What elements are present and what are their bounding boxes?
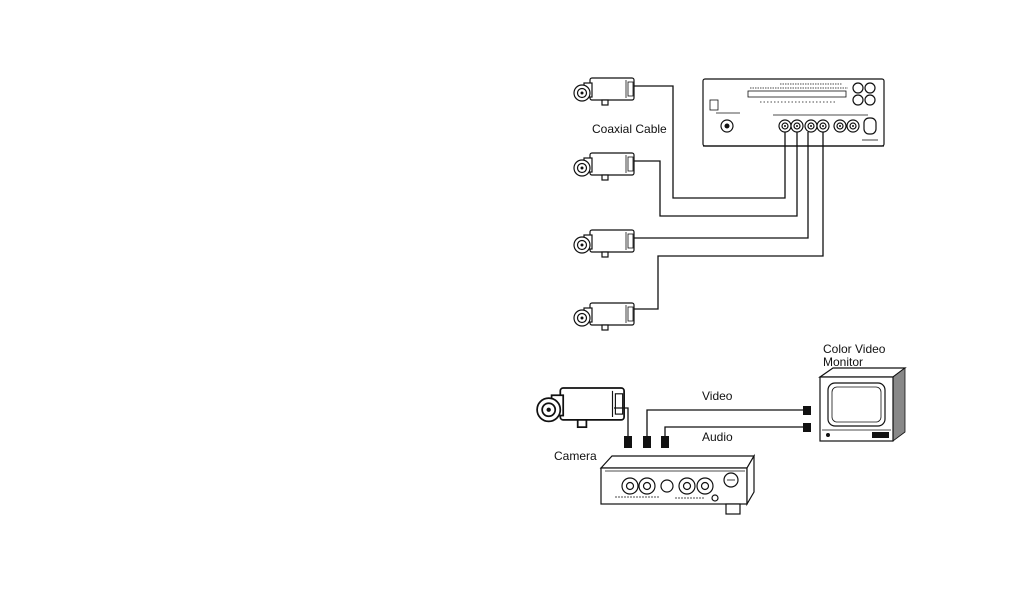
switcher-unit-bottom [601, 456, 754, 514]
camera-2 [574, 153, 634, 180]
switcher-unit [703, 79, 884, 146]
cctv-camera-icon [537, 388, 624, 427]
audio-cable [665, 427, 803, 436]
bnc-plug-icon [643, 436, 651, 448]
cctv-camera-icon [574, 153, 634, 180]
cctv-camera-icon [574, 78, 634, 105]
color-video-monitor [820, 368, 905, 441]
camera-1 [574, 78, 634, 105]
cctv-camera-icon [574, 230, 634, 257]
audio-label: Audio [702, 430, 733, 444]
monitor-label-line2: Monitor [823, 355, 863, 369]
camera-bottom [537, 388, 624, 427]
camera-4 [574, 303, 634, 330]
bnc-plug-icon [661, 436, 669, 448]
cable-4 [634, 132, 823, 309]
bnc-plug-icon [624, 436, 632, 448]
cctv-camera-icon [574, 303, 634, 330]
monitor-label-line1: Color Video [823, 342, 886, 356]
video-label: Video [702, 389, 733, 403]
bnc-plug-icon [803, 423, 811, 432]
bnc-plug-icon [803, 406, 811, 415]
camera-label: Camera [554, 449, 597, 463]
camera-3 [574, 230, 634, 257]
coaxial-cable-label: Coaxial Cable [592, 122, 667, 136]
